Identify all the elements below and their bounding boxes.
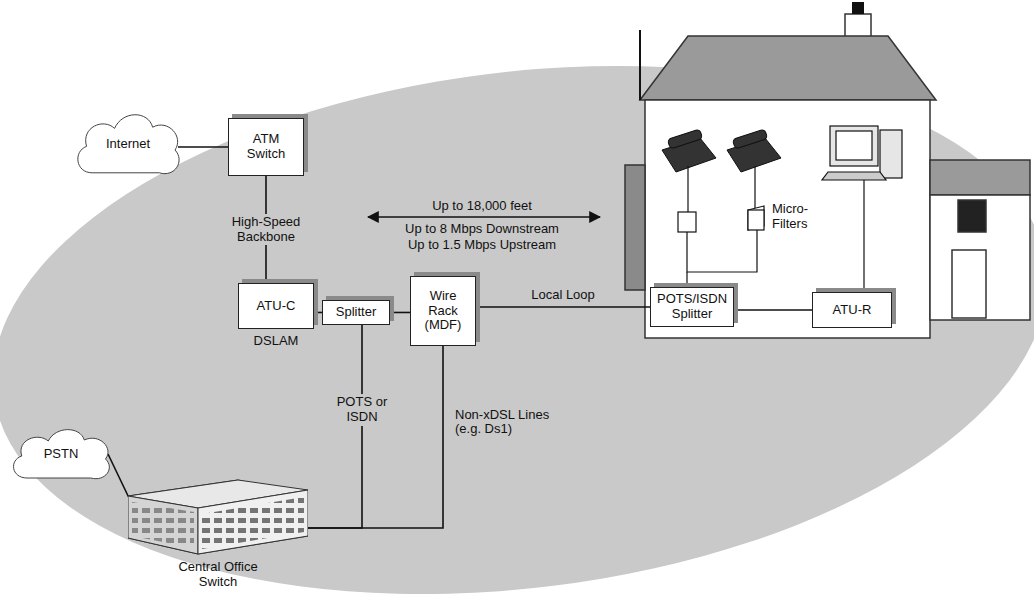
- telephone: [662, 129, 781, 172]
- cloud-node: PSTN: [8, 424, 114, 484]
- cloud-node: Internet: [72, 108, 184, 180]
- wire-rack-box: Wire Rack (MDF): [410, 276, 476, 346]
- connector: [308, 346, 443, 528]
- modem-box: ATU-C: [238, 283, 314, 329]
- node-label: Wire Rack (MDF): [411, 287, 475, 336]
- connector-label: Local Loop: [531, 288, 595, 303]
- splitter-box: Splitter: [322, 300, 390, 325]
- connector: [734, 309, 812, 311]
- connector-label: POTS or ISDN: [328, 394, 396, 426]
- node-label: Internet: [102, 135, 154, 154]
- ground-ellipse: [0, 9, 1034, 602]
- splitter-box: POTS/ISDN Splitter: [650, 287, 734, 327]
- text-label: Up to 8 Mbps Downstream: [392, 222, 572, 237]
- node-label: PSTN: [40, 445, 83, 464]
- connector: [476, 306, 650, 308]
- connector: [308, 325, 362, 528]
- node-label: POTS/ISDN Splitter: [651, 290, 733, 324]
- text-label: DSLAM: [238, 334, 314, 349]
- text-label: Up to 18,000 feet: [402, 199, 562, 214]
- connector: [178, 146, 228, 148]
- node-label: Central Office Switch: [164, 558, 272, 592]
- connector: [314, 312, 322, 314]
- office-building: Central Office Switch: [128, 466, 308, 592]
- switch-box: ATM Switch: [228, 118, 304, 176]
- node-label: ATU-R: [829, 301, 876, 320]
- modem-box: ATU-R: [812, 292, 892, 328]
- node-label: ATU-C: [253, 297, 300, 316]
- text-label: Up to 1.5 Mbps Upstream: [392, 238, 572, 253]
- text-label: Micro-Filters: [772, 202, 834, 232]
- house: [625, 2, 1030, 338]
- connector: [108, 454, 130, 500]
- computer: [822, 126, 902, 292]
- distance-arrow: [368, 216, 600, 218]
- node-label: Splitter: [332, 303, 380, 322]
- building-shape: [128, 466, 308, 556]
- node-label: ATM Switch: [229, 130, 303, 164]
- connector-label: Non-xDSL Lines (e.g. Ds1): [455, 408, 567, 438]
- connector-label: High-Speed Backbone: [221, 214, 311, 246]
- connector: [390, 312, 410, 314]
- micro-filter: [678, 166, 764, 287]
